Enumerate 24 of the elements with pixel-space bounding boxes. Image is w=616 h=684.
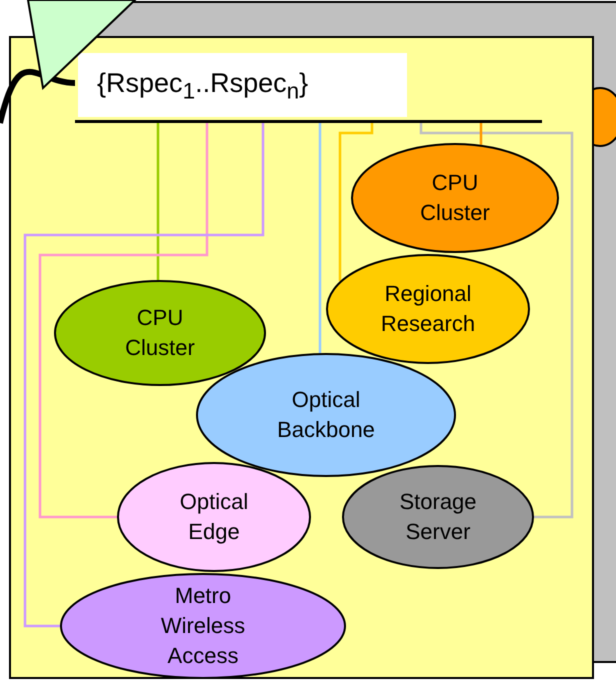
connector-curve: [0, 68, 76, 124]
ellipse-node: [196, 353, 456, 477]
ellipse-node: [54, 280, 266, 386]
node-label: Optical Edge: [178, 488, 250, 546]
node-label: CPU Cluster: [124, 304, 196, 362]
ellipse-node: [342, 465, 534, 569]
rspec-bar: [75, 53, 542, 123]
connector-line: [24, 123, 264, 628]
node-label: CPU Cluster: [419, 169, 491, 227]
ellipse-node: [117, 462, 311, 572]
connector-line: [156, 123, 160, 280]
ellipse-node: [326, 254, 530, 364]
ellipse-node: [60, 573, 346, 679]
rspec-label: {Rspec$_{1}$..Rspec$_{n}$}: [97, 67, 308, 106]
node-label: Regional Research: [380, 280, 476, 338]
node-label: Storage Server: [398, 488, 478, 546]
ellipse-node: [351, 143, 559, 253]
connector-line: [38, 123, 208, 518]
connector-line: [420, 123, 574, 518]
connector-line: [338, 123, 374, 282]
connector-line: [318, 123, 322, 354]
node-label: Metro Wireless Access: [160, 582, 246, 670]
node-label: Optical Backbone: [276, 386, 376, 444]
connector-line: [480, 123, 482, 145]
